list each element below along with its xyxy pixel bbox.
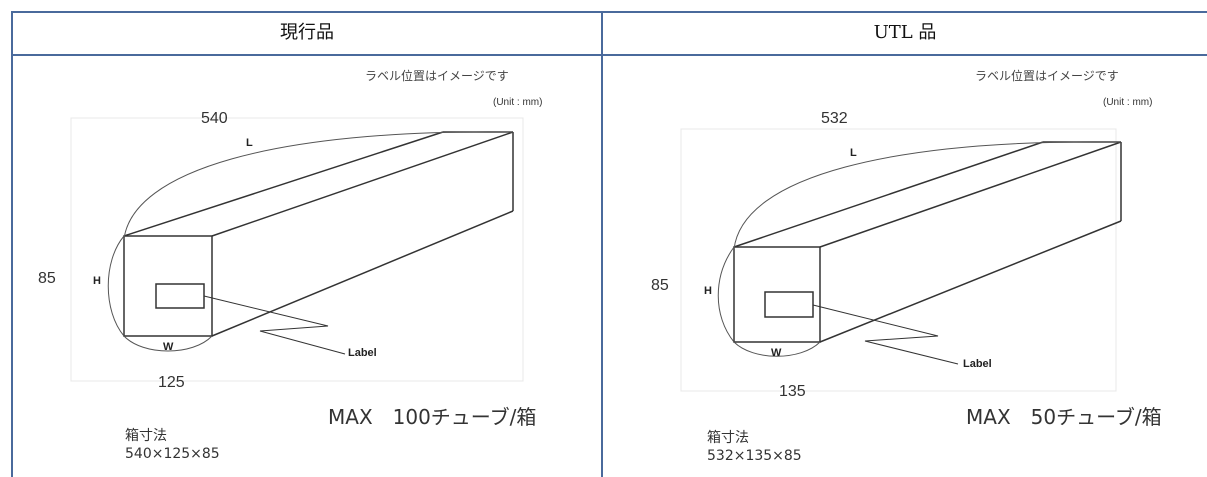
table-top-border [11, 11, 1207, 13]
box-diagram [680, 128, 1122, 392]
table-left-border [11, 11, 13, 477]
comparison-table: 現行品 ラベル位置はイメージです (Unit : mm) 540 [11, 11, 1207, 477]
width-value: 125 [158, 374, 185, 391]
length-letter: L [246, 137, 253, 149]
width-letter: W [771, 347, 782, 359]
width-letter: W [163, 341, 174, 353]
box-dimension-value: 532×135×85 [707, 448, 802, 464]
box-dimension-title: 箱寸法 [707, 430, 749, 446]
column-current: 現行品 ラベル位置はイメージです (Unit : mm) 540 [13, 11, 601, 477]
capacity-text: MAX 50チューブ/箱 [966, 405, 1162, 429]
length-value: 540 [201, 110, 228, 127]
column-utl: UTL 品 ラベル位置はイメージです (Unit : mm) 532 L [603, 11, 1207, 477]
column-title: 現行品 [280, 22, 334, 43]
column-title: UTL 品 [873, 22, 937, 43]
label-caption: Label [348, 347, 377, 359]
length-letter: L [850, 147, 857, 159]
width-value: 135 [779, 383, 806, 400]
label-position-note: ラベル位置はイメージです [975, 69, 1119, 83]
label-caption: Label [963, 358, 992, 370]
height-letter: H [93, 275, 101, 287]
box-diagram [70, 117, 524, 382]
height-value: 85 [38, 270, 56, 287]
length-value: 532 [821, 110, 848, 127]
capacity-text: MAX 100チューブ/箱 [328, 405, 537, 429]
label-position-note: ラベル位置はイメージです [365, 69, 509, 83]
box-dimension-value: 540×125×85 [125, 446, 220, 462]
height-value: 85 [651, 277, 669, 294]
header-bottom-border [11, 54, 1207, 56]
column-divider [601, 11, 603, 477]
height-letter: H [704, 285, 712, 297]
box-dimension-title: 箱寸法 [125, 428, 167, 444]
unit-note: (Unit : mm) [493, 97, 543, 108]
unit-note: (Unit : mm) [1103, 97, 1153, 108]
